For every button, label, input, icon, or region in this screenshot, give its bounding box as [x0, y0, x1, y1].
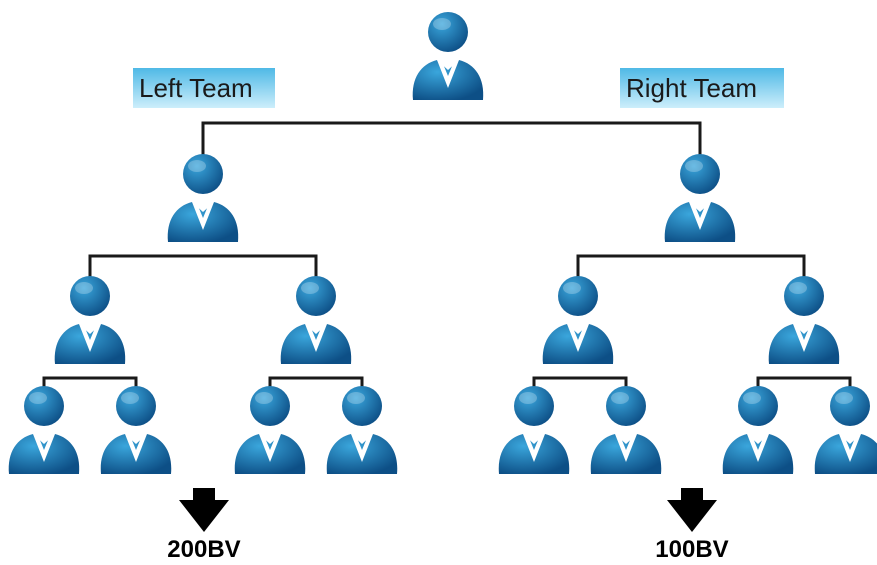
tree-connectors	[42, 121, 852, 392]
right-arrow-down-icon	[667, 488, 717, 532]
top-member	[412, 12, 484, 100]
person-icon	[234, 386, 306, 474]
person-head	[514, 386, 554, 426]
person-collar	[305, 323, 327, 352]
person-head-highlight	[347, 392, 365, 404]
person-collar	[259, 433, 281, 462]
person-collar	[523, 433, 545, 462]
person-head-highlight	[685, 160, 703, 172]
person-head-highlight	[835, 392, 853, 404]
person-icon	[100, 386, 172, 474]
right-level2-member-2	[768, 276, 840, 364]
right-level3-member-1	[498, 386, 570, 474]
person-icon	[412, 12, 484, 100]
person-body	[814, 434, 877, 474]
person-icon	[542, 276, 614, 364]
person-head-highlight	[121, 392, 139, 404]
top-member-connector	[201, 121, 702, 160]
person-head-highlight	[611, 392, 629, 404]
right-team-label-background	[620, 68, 784, 108]
person-head-highlight	[188, 160, 206, 172]
person-head-highlight	[301, 282, 319, 294]
person-head	[558, 276, 598, 316]
person-head	[250, 386, 290, 426]
person-head	[70, 276, 110, 316]
left-team-label-background	[133, 68, 275, 108]
left-level2-member-1-connector	[42, 376, 138, 392]
person-head	[183, 154, 223, 194]
person-collar	[747, 433, 769, 462]
person-collar	[839, 433, 861, 462]
person-head-highlight	[743, 392, 761, 404]
person-head	[116, 386, 156, 426]
person-head-highlight	[29, 392, 47, 404]
person-head	[830, 386, 870, 426]
person-head	[342, 386, 382, 426]
left-level2-member-2-connector	[268, 376, 364, 392]
right-team-label: Right Team	[626, 73, 758, 103]
person-head-highlight	[433, 18, 451, 30]
person-head-highlight	[519, 392, 537, 404]
person-collar	[192, 201, 214, 230]
person-collar	[567, 323, 589, 352]
right-level1-member-connector	[576, 254, 806, 282]
right-level3-member-4	[814, 386, 877, 474]
person-head	[738, 386, 778, 426]
person-icon	[326, 386, 398, 474]
person-collar	[79, 323, 101, 352]
right-level3-member-3	[722, 386, 794, 474]
person-head-highlight	[255, 392, 273, 404]
person-collar	[33, 433, 55, 462]
person-collar	[351, 433, 373, 462]
left-level2-member-1	[54, 276, 126, 364]
left-level3-member-2	[100, 386, 172, 474]
person-head-highlight	[789, 282, 807, 294]
person-icon	[590, 386, 662, 474]
team-label-backgrounds	[133, 68, 784, 108]
person-collar	[615, 433, 637, 462]
left-level3-member-4	[326, 386, 398, 474]
person-collar	[125, 433, 147, 462]
person-icon	[8, 386, 80, 474]
left-team-label: Left Team	[139, 73, 253, 103]
person-icon	[722, 386, 794, 474]
left-level1-member	[167, 154, 239, 242]
right-level3-member-2	[590, 386, 662, 474]
right-team-volume: 100BV	[655, 536, 729, 563]
person-head	[428, 12, 468, 52]
left-level2-member-2	[280, 276, 352, 364]
person-icon	[664, 154, 736, 242]
person-icon	[167, 154, 239, 242]
left-level1-member-connector	[88, 254, 318, 282]
person-head	[606, 386, 646, 426]
right-level2-member-2-connector	[756, 376, 852, 392]
person-collar	[689, 201, 711, 230]
left-level3-member-3	[234, 386, 306, 474]
person-icon	[498, 386, 570, 474]
person-head	[680, 154, 720, 194]
person-icon	[280, 276, 352, 364]
left-arrow-down-icon	[179, 488, 229, 532]
person-icon	[54, 276, 126, 364]
person-icon	[814, 386, 877, 474]
person-head-highlight	[563, 282, 581, 294]
right-level1-member	[664, 154, 736, 242]
person-icon	[768, 276, 840, 364]
person-head	[296, 276, 336, 316]
right-level2-member-1	[542, 276, 614, 364]
person-collar	[793, 323, 815, 352]
person-head-highlight	[75, 282, 93, 294]
tree-members	[8, 12, 877, 474]
left-level3-member-1	[8, 386, 80, 474]
volume-arrows	[179, 488, 717, 532]
person-head	[784, 276, 824, 316]
right-level2-member-1-connector	[532, 376, 628, 392]
person-collar	[437, 59, 459, 88]
person-head	[24, 386, 64, 426]
left-team-volume: 200BV	[167, 536, 241, 563]
